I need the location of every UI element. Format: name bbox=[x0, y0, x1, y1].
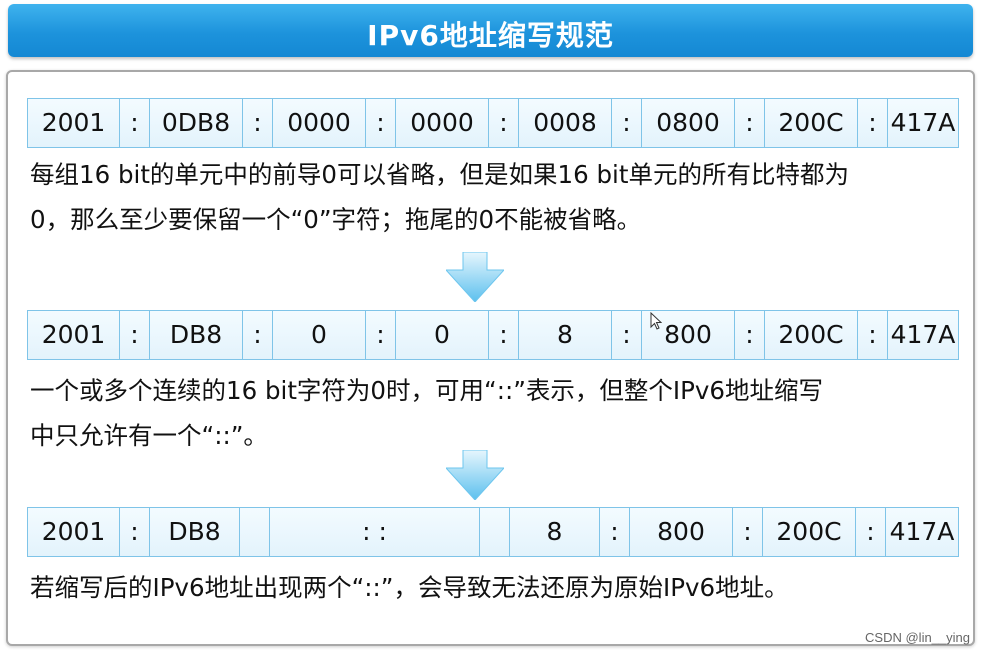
address-row-full: 2001 : 0DB8 : 0000 : 0000 : 0008 : 0800 … bbox=[27, 98, 959, 148]
page-title: IPv6地址缩写规范 bbox=[367, 19, 614, 52]
address-separator: : bbox=[735, 99, 765, 147]
rule-1-line-1: 每组16 bit的单元中的前导0可以省略，但是如果16 bit单元的所有比特都为 bbox=[30, 160, 849, 189]
address-separator: : bbox=[489, 99, 519, 147]
address-separator: : bbox=[366, 99, 396, 147]
address-separator: : bbox=[735, 311, 765, 359]
address-group: 417A bbox=[890, 320, 956, 349]
address-empty-cell bbox=[480, 508, 510, 556]
address-double-colon: : : bbox=[270, 508, 480, 556]
address-separator: : bbox=[733, 508, 763, 556]
address-separator: : bbox=[489, 311, 519, 359]
rule-description-2: 一个或多个连续的16 bit字符为0时，可用“::”表示，但整个IPv6地址缩写… bbox=[30, 368, 960, 458]
address-separator: : bbox=[120, 311, 150, 359]
address-group: 2001 bbox=[28, 508, 120, 556]
address-separator: : bbox=[120, 99, 150, 147]
rule-2-line-1: 一个或多个连续的16 bit字符为0时，可用“::”表示，但整个IPv6地址缩写 bbox=[30, 376, 823, 405]
address-separator: : bbox=[366, 311, 396, 359]
address-separator: : bbox=[243, 311, 273, 359]
address-group: 2001 bbox=[28, 311, 120, 359]
rule-1-line-2: 0，那么至少要保留一个“0”字符；拖尾的0不能被省略。 bbox=[30, 205, 642, 234]
address-row-compressed: 2001 : DB8 : : 8 : 800 : 200C : 417A bbox=[27, 507, 959, 557]
address-group: 0800 bbox=[642, 99, 735, 147]
address-group: DB8 bbox=[150, 508, 240, 556]
address-separator: : bbox=[243, 99, 273, 147]
address-group: 417A bbox=[889, 517, 955, 546]
address-separator: : bbox=[600, 508, 630, 556]
title-banner: IPv6地址缩写规范 bbox=[8, 4, 973, 57]
address-group: 2001 bbox=[28, 99, 120, 147]
mouse-cursor-icon bbox=[650, 312, 662, 330]
address-row-leading-zeros-omitted: 2001 : DB8 : 0 : 0 : 8 : 800 : 200C : 41… bbox=[27, 310, 959, 360]
address-group: 0000 bbox=[396, 99, 489, 147]
address-group: 0000 bbox=[273, 99, 366, 147]
address-group: 200C bbox=[763, 508, 856, 556]
address-group: 200C bbox=[765, 311, 858, 359]
address-separator: : bbox=[612, 311, 642, 359]
address-group: DB8 bbox=[150, 311, 243, 359]
address-empty-cell bbox=[240, 508, 270, 556]
rule-description-3: 若缩写后的IPv6地址出现两个“::”，会导致无法还原为原始IPv6地址。 bbox=[30, 565, 960, 610]
address-group: 800 bbox=[642, 311, 735, 359]
down-arrow-icon bbox=[446, 450, 504, 500]
down-arrow-icon bbox=[446, 252, 504, 302]
address-group: 800 bbox=[630, 508, 733, 556]
address-separator: : bbox=[856, 508, 886, 556]
address-group: 8 bbox=[510, 508, 600, 556]
address-separator: : bbox=[858, 99, 888, 147]
address-group: 8 bbox=[519, 311, 612, 359]
address-group: 200C bbox=[765, 99, 858, 147]
address-separator: : bbox=[120, 508, 150, 556]
address-group: 0 bbox=[396, 311, 489, 359]
address-group: 417A bbox=[890, 108, 956, 137]
address-separator: : bbox=[612, 99, 642, 147]
address-group: 0008 bbox=[519, 99, 612, 147]
address-group: 0DB8 bbox=[150, 99, 243, 147]
address-separator: : bbox=[858, 311, 888, 359]
watermark: CSDN @lin__ying bbox=[865, 630, 970, 645]
rule-2-line-2: 中只允许有一个“::”。 bbox=[30, 421, 268, 450]
rule-description-1: 每组16 bit的单元中的前导0可以省略，但是如果16 bit单元的所有比特都为… bbox=[30, 152, 960, 242]
rule-3-line-1: 若缩写后的IPv6地址出现两个“::”，会导致无法还原为原始IPv6地址。 bbox=[30, 573, 789, 602]
address-group: 0 bbox=[273, 311, 366, 359]
